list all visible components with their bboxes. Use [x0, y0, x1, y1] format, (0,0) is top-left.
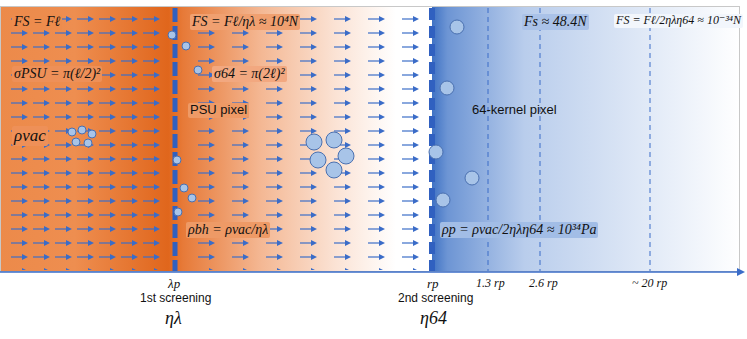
frame: [1, 7, 740, 272]
pixel-label: PSU pixel: [188, 103, 249, 118]
particles: [68, 20, 479, 216]
flux-arrows: [8, 12, 164, 270]
screening-factor: ηλ: [163, 308, 184, 329]
force-label: FS = Fℓ/ηλ ≈ 10⁴N: [190, 14, 300, 30]
radius-marker: [650, 8, 651, 271]
cross-section-label: σPSU = π(ℓ/2)²: [12, 66, 102, 82]
cross-section-label: σ64 = π(2ℓ)²: [212, 66, 287, 82]
screening-label: 1st screening: [138, 292, 213, 306]
screening-label: 2nd screening: [396, 292, 475, 306]
axis-mark: 2.6 rp: [527, 277, 560, 291]
screening-factor: η64: [418, 308, 449, 329]
force-label: FS = Fℓ/2ηλη64 ≈ 10⁻³⁴N: [614, 14, 743, 28]
first-screen: [173, 8, 178, 271]
axis: [0, 271, 738, 273]
pressure-label: ρp = ρvac/2ηλη64 ≈ 10³⁴Pa: [440, 222, 598, 238]
axis-mark: λp: [166, 277, 182, 292]
density-label: ρvac: [12, 126, 48, 146]
orange-field: [0, 6, 740, 272]
second-screen: [429, 8, 435, 271]
axis-arrowhead: [737, 268, 745, 276]
pixel-label: 64-kernel pixel: [470, 103, 559, 118]
force-label: Fs ≈ 48.4N: [522, 14, 589, 30]
blue-field: [432, 6, 740, 272]
density-label: ρbh = ρvac/ηλ: [186, 222, 270, 238]
axis-mark: rp: [425, 277, 441, 292]
axis-mark: 1.3 rp: [474, 277, 507, 291]
force-label: FS = Fℓ: [12, 14, 62, 30]
axis-mark: ~ 20 rp: [630, 277, 669, 291]
